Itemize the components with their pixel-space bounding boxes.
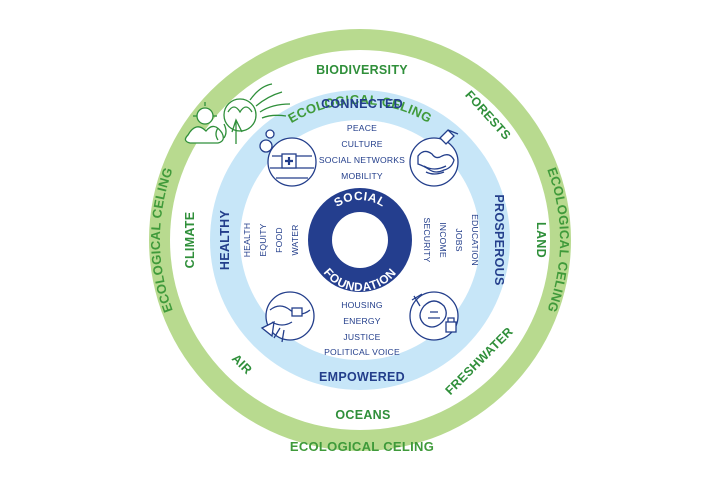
item-culture: CULTURE bbox=[341, 139, 382, 149]
item-security: SECURITY bbox=[422, 217, 432, 262]
item-water: WATER bbox=[290, 224, 300, 255]
item-justice: JUSTICE bbox=[343, 332, 380, 342]
globe-tools-icon bbox=[260, 291, 315, 343]
globe-healthcare-icon bbox=[409, 291, 459, 341]
people-connection-icon bbox=[259, 129, 317, 187]
item-income: INCOME bbox=[438, 222, 448, 258]
item-equity: EQUITY bbox=[258, 223, 268, 256]
boundary-biodiversity: BIODIVERSITY bbox=[316, 63, 408, 77]
item-social-networks: SOCIAL NETWORKS bbox=[319, 155, 405, 165]
need-empowered-label: EMPOWERED bbox=[319, 370, 405, 384]
item-food: FOOD bbox=[274, 227, 284, 253]
item-health: HEALTH bbox=[242, 223, 252, 257]
item-mobility: MOBILITY bbox=[341, 171, 383, 181]
item-housing: HOUSING bbox=[341, 300, 383, 310]
ecological-ceiling-label-bottom: ECOLOGICAL CELING bbox=[290, 439, 434, 454]
item-education: EDUCATION bbox=[470, 214, 480, 266]
item-political-voice: POLITICAL VOICE bbox=[324, 347, 400, 357]
globe-handshake-icon bbox=[409, 129, 459, 187]
core-hole bbox=[332, 212, 388, 268]
core-label-social: SOCIAL bbox=[332, 189, 389, 210]
need-healthy-label: HEALTHY bbox=[218, 210, 232, 271]
need-connected-label: CONNECTED bbox=[321, 97, 403, 111]
item-peace: PEACE bbox=[347, 123, 377, 133]
boundary-land: LAND bbox=[534, 222, 548, 258]
item-energy: ENERGY bbox=[343, 316, 381, 326]
plants-birds-icon bbox=[184, 83, 291, 144]
boundary-oceans: OCEANS bbox=[335, 408, 390, 422]
need-prosperous-label: PROSPEROUS bbox=[492, 194, 506, 285]
item-jobs: JOBS bbox=[454, 228, 464, 251]
boundary-climate: CLIMATE bbox=[183, 212, 197, 269]
